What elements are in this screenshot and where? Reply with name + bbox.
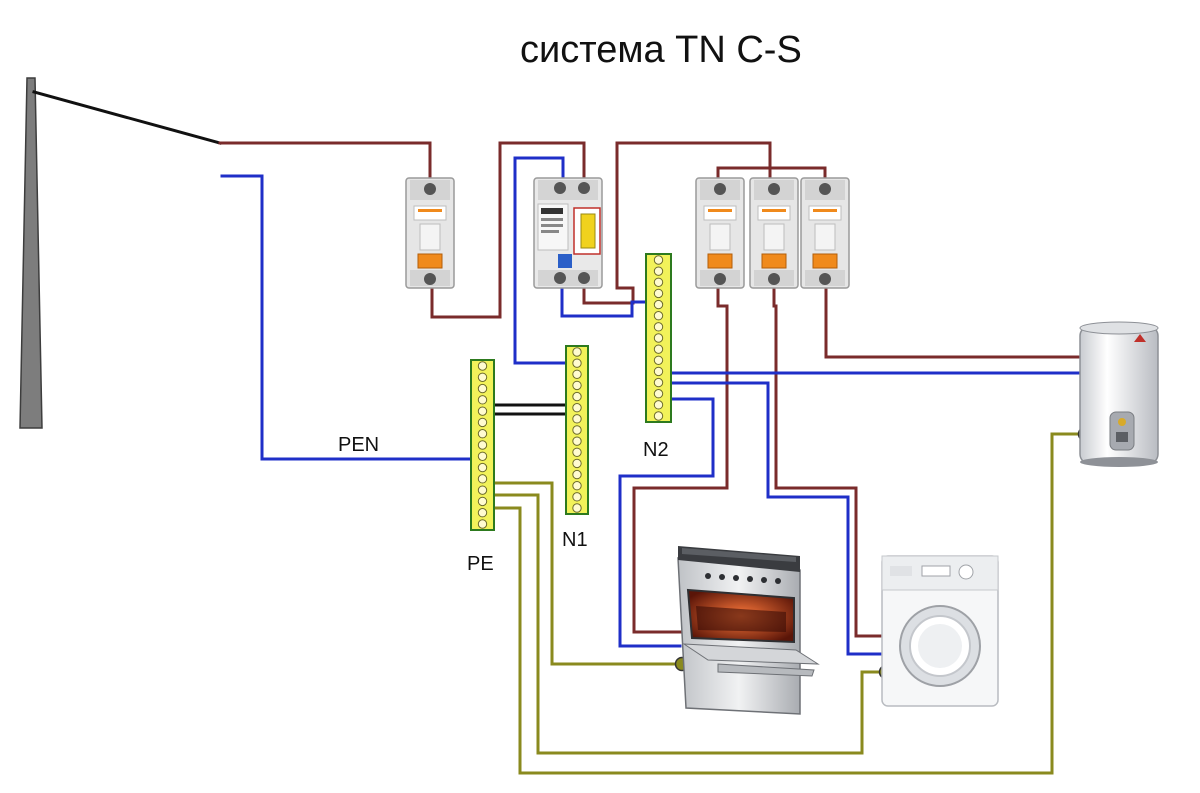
breaker-part [424, 183, 436, 195]
busbar-screw [653, 377, 664, 388]
busbar-screw [477, 406, 488, 416]
breaker-part [812, 253, 838, 269]
pen-split-wires [492, 403, 568, 416]
busbar-screw [572, 391, 582, 402]
busbar-screw [653, 333, 664, 343]
breaker-part [707, 253, 733, 269]
busbar-screw [572, 469, 582, 480]
busbar-screw [653, 400, 664, 410]
breaker-part [703, 205, 737, 221]
busbar-screw [653, 322, 664, 332]
busbar-screw [572, 380, 582, 391]
busbar-screw [477, 519, 488, 529]
busbar-screw [653, 255, 664, 265]
pole-icon [19, 77, 43, 429]
busbar-screw [572, 503, 582, 513]
breaker-part [819, 273, 831, 285]
busbar-screw [572, 358, 582, 368]
busbar-screw [572, 403, 582, 413]
breaker-part [763, 223, 785, 251]
phase-wires [218, 141, 1084, 638]
breaker-part [768, 273, 780, 285]
busbar-screw [653, 299, 664, 310]
busbar-screw [572, 414, 582, 424]
busbar-screw [477, 417, 488, 428]
breaker-part [714, 183, 726, 195]
busbar-screw [477, 395, 488, 405]
busbar-screw [477, 383, 488, 394]
breaker-part [714, 273, 726, 285]
breaker-part [708, 209, 732, 212]
busbar-screw [653, 344, 664, 354]
breaker-part [813, 209, 837, 212]
neutral-wires [220, 156, 1084, 656]
pen-label: PEN [338, 434, 379, 456]
breaker-part [709, 223, 731, 251]
busbar-screw [477, 361, 488, 371]
busbar-screw [572, 369, 582, 379]
busbar-screw [477, 372, 488, 382]
breaker-part [413, 205, 447, 221]
busbar-screw [653, 277, 664, 287]
busbar-screw [477, 485, 488, 495]
breaker-part [757, 205, 791, 221]
rcd-icon [533, 177, 603, 289]
busbar-screw [477, 462, 488, 473]
n1-busbar [565, 345, 589, 515]
circuit-breaker-icon [749, 177, 799, 289]
busbar-screw [572, 347, 582, 357]
busbar-screw [653, 311, 664, 321]
busbar-screw [572, 458, 582, 469]
breaker-part [819, 183, 831, 195]
overhead-line [32, 90, 222, 145]
breaker-part [424, 273, 436, 285]
circuit-breaker-icon [695, 177, 745, 289]
busbar-screw [653, 288, 664, 299]
circuit-breaker-icon [405, 177, 455, 289]
water-heater-icon [1079, 321, 1159, 467]
n2-label: N2 [643, 439, 669, 461]
pe-label: PE [467, 553, 494, 575]
busbar-screw [572, 436, 582, 446]
circuit-breaker-icon [800, 177, 850, 289]
ground-wires [492, 432, 1087, 775]
busbar-screw [572, 481, 582, 491]
busbar-screw [477, 440, 488, 450]
breaker-part [418, 209, 442, 212]
breaker-part [808, 205, 842, 221]
busbar-screw [653, 266, 664, 276]
breaker-part [814, 223, 836, 251]
busbar-screw [653, 389, 664, 399]
busbar-screw [477, 474, 488, 484]
breaker-part [761, 253, 787, 269]
breaker-part [768, 183, 780, 195]
breaker-part [417, 253, 443, 269]
busbar-screw [477, 429, 488, 439]
busbar-screw [477, 508, 488, 518]
busbar-screw [572, 447, 582, 457]
n2-busbar [645, 253, 672, 423]
busbar-screw [653, 366, 664, 377]
breaker-part [762, 209, 786, 212]
diagram-title: система TN C-S [520, 29, 802, 71]
washing-machine-icon [881, 555, 999, 707]
busbar-screw [477, 451, 488, 461]
busbar-screw [572, 492, 582, 502]
busbar-screw [653, 355, 664, 365]
busbar-screw [477, 496, 488, 507]
pe-busbar [470, 359, 495, 531]
busbar-screw [572, 425, 582, 435]
busbar-screw [653, 411, 664, 421]
stove-icon [677, 546, 820, 715]
breaker-part [419, 223, 441, 251]
n1-label: N1 [562, 529, 588, 551]
